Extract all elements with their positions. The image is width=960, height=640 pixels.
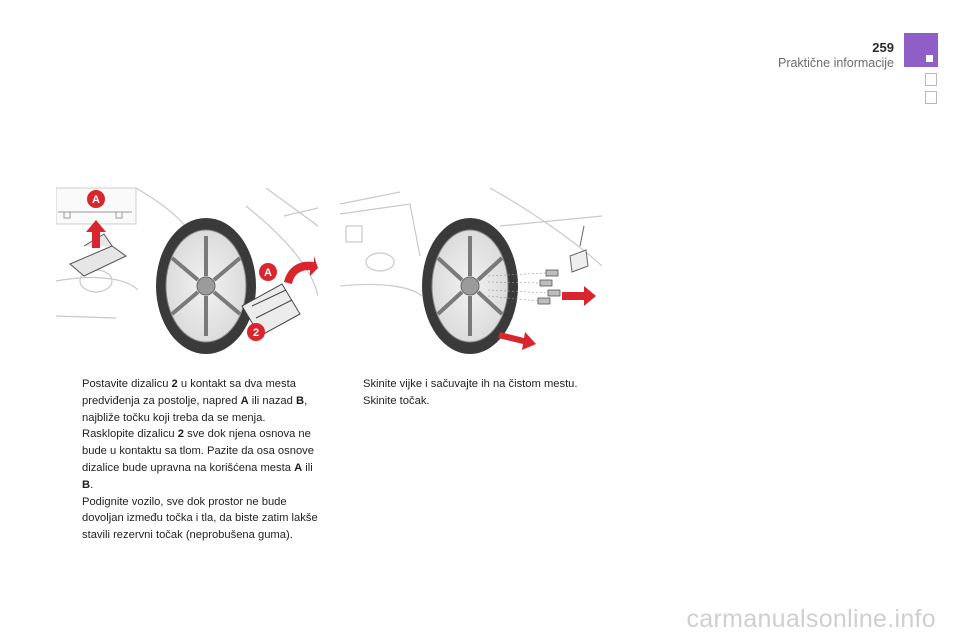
step-4: Skinite vijke i sačuvajte ih na čistom m… bbox=[363, 378, 578, 390]
label-a-jack: A bbox=[264, 267, 272, 279]
tab-marker bbox=[926, 55, 933, 62]
chapter-tab-empty-2[interactable] bbox=[925, 91, 937, 104]
label-two-badge bbox=[247, 323, 265, 341]
label-a-top: A bbox=[92, 194, 100, 206]
steps-left-column: Postavite dizalicu 2 u kontakt sa dva me… bbox=[62, 376, 320, 544]
rotate-arrow bbox=[284, 256, 318, 284]
step-3: Podignite vozilo, sve dok prostor ne bud… bbox=[82, 495, 318, 542]
wheel-arrow bbox=[498, 332, 536, 350]
page-number: 259 bbox=[872, 40, 894, 55]
label-a-top-badge bbox=[87, 190, 105, 208]
jack-stand bbox=[569, 225, 589, 273]
bolts-illustration bbox=[340, 186, 602, 358]
wheel-bolts bbox=[537, 269, 561, 305]
wheel-right bbox=[422, 218, 518, 354]
section-title: Praktične informacije bbox=[777, 56, 894, 70]
watermark: carmanualsonline.info bbox=[686, 605, 936, 633]
wheel bbox=[156, 218, 256, 354]
label-a-jack-badge bbox=[259, 263, 277, 281]
step-5: Skinite točak. bbox=[363, 394, 430, 407]
car-body-outline-right bbox=[340, 187, 602, 297]
bolt-arrow bbox=[562, 286, 596, 306]
step-1: Postavite dizalicu 2 u kontakt sa dva me… bbox=[82, 378, 308, 424]
jack-illustration: A A 2 bbox=[56, 186, 318, 358]
step-2: Rasklopite dizalicu 2 sve dok njena osno… bbox=[82, 428, 314, 491]
up-arrow bbox=[86, 220, 106, 248]
chapter-tab-empty-1[interactable] bbox=[925, 73, 937, 86]
steps-right-column: Skinite vijke i sačuvajte ih na čistom m… bbox=[343, 376, 613, 410]
label-two: 2 bbox=[253, 327, 259, 339]
chapter-tab[interactable] bbox=[904, 33, 938, 67]
